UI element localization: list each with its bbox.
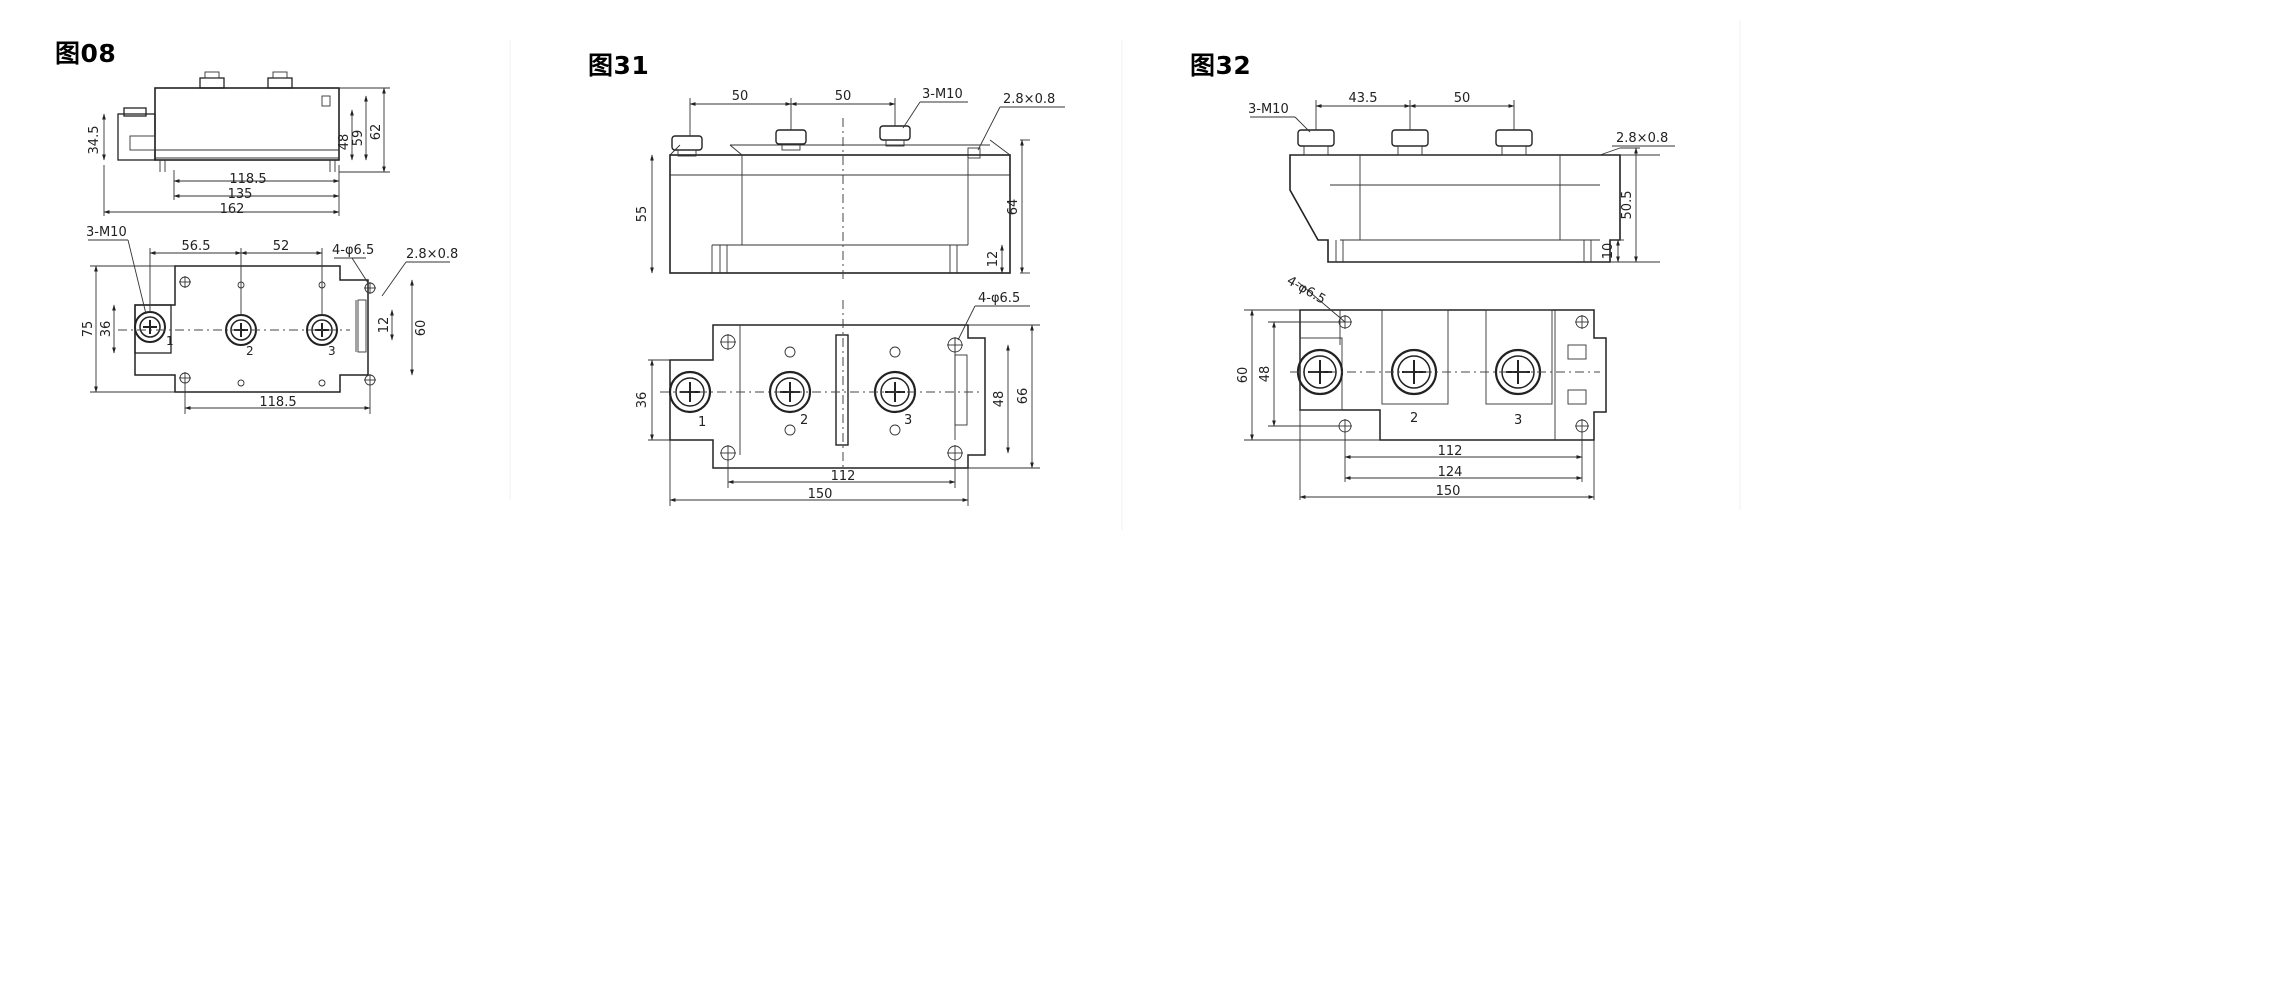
dim-label: 56.5 [182, 239, 211, 254]
terminal-number: 3 [1514, 413, 1522, 428]
thread-label: 3-M10 [1248, 102, 1289, 117]
figure-08-side-view: 34.5 48 59 62 118.5 135 162 [87, 71, 390, 217]
thread-label: 3-M10 [922, 87, 963, 102]
figure-08-plan-view: 1 2 3 56.5 52 3-M10 4-φ6.5 2.8×0.8 75 36… [81, 225, 458, 414]
dim-label: 50 [732, 89, 749, 104]
dim-label: 118.5 [259, 395, 296, 410]
dim-label: 62 [369, 124, 384, 141]
dim-label: 66 [1016, 388, 1031, 405]
dim-label: 59 [351, 130, 366, 147]
dim-label: 48 [1258, 366, 1273, 383]
dim-label: 112 [831, 469, 856, 484]
terminal-number: 2 [1410, 411, 1418, 426]
dim-label: 12 [377, 317, 392, 334]
thread-label: 3-M10 [86, 225, 127, 240]
dim-label: 36 [99, 321, 114, 338]
dim-label: 124 [1438, 465, 1463, 480]
dim-label: 75 [81, 321, 96, 338]
dim-label: 48 [992, 391, 1007, 408]
terminal-number: 3 [328, 344, 336, 358]
terminal-number: 1 [698, 415, 706, 430]
figure-31-plan-view: 1 2 3 4-φ6.5 36 48 66 112 150 [635, 291, 1040, 506]
dim-label: 50 [1454, 91, 1471, 106]
tab-label: 2.8×0.8 [406, 247, 458, 262]
dim-label: 112 [1438, 444, 1463, 459]
dim-label: 10 [1601, 243, 1616, 260]
dim-label: 64 [1006, 199, 1021, 216]
dim-label: 48 [337, 134, 352, 151]
dim-label: 12 [986, 251, 1001, 268]
tab-label: 2.8×0.8 [1616, 131, 1668, 146]
terminal-number: 1 [166, 334, 174, 348]
hole-label: 4-φ6.5 [332, 243, 374, 258]
terminal-number: 2 [246, 344, 254, 358]
dim-label: 55 [635, 206, 650, 223]
figure-08-title: 图08 [55, 39, 117, 68]
figure-32-title: 图32 [1190, 51, 1252, 80]
figure-31-title: 图31 [588, 51, 650, 80]
figure-32-plan-view: 2 3 4-φ6.5 60 48 112 124 150 [1236, 273, 1607, 500]
dim-label: 162 [220, 202, 245, 217]
hole-label: 4-φ6.5 [978, 291, 1020, 306]
dim-label: 50.5 [1620, 191, 1635, 220]
tab-label: 2.8×0.8 [1003, 92, 1055, 107]
dim-label: 150 [808, 487, 833, 502]
dim-label: 34.5 [87, 126, 102, 155]
dim-label: 60 [414, 320, 429, 337]
dim-label: 135 [228, 187, 253, 202]
dim-label: 118.5 [229, 172, 266, 187]
terminal-number: 3 [904, 413, 912, 428]
terminal-number: 2 [800, 413, 808, 428]
dim-label: 60 [1236, 367, 1251, 384]
dim-label: 52 [273, 239, 290, 254]
figure-31-side-view: 50 50 3-M10 2.8×0.8 55 64 12 [635, 87, 1065, 280]
dim-label: 43.5 [1349, 91, 1378, 106]
dim-label: 36 [635, 392, 650, 409]
figure-32-side-view: 43.5 50 3-M10 2.8×0.8 50.5 10 [1248, 91, 1675, 263]
dim-label: 150 [1436, 484, 1461, 499]
dim-label: 50 [835, 89, 852, 104]
hole-label: 4-φ6.5 [1284, 273, 1328, 307]
